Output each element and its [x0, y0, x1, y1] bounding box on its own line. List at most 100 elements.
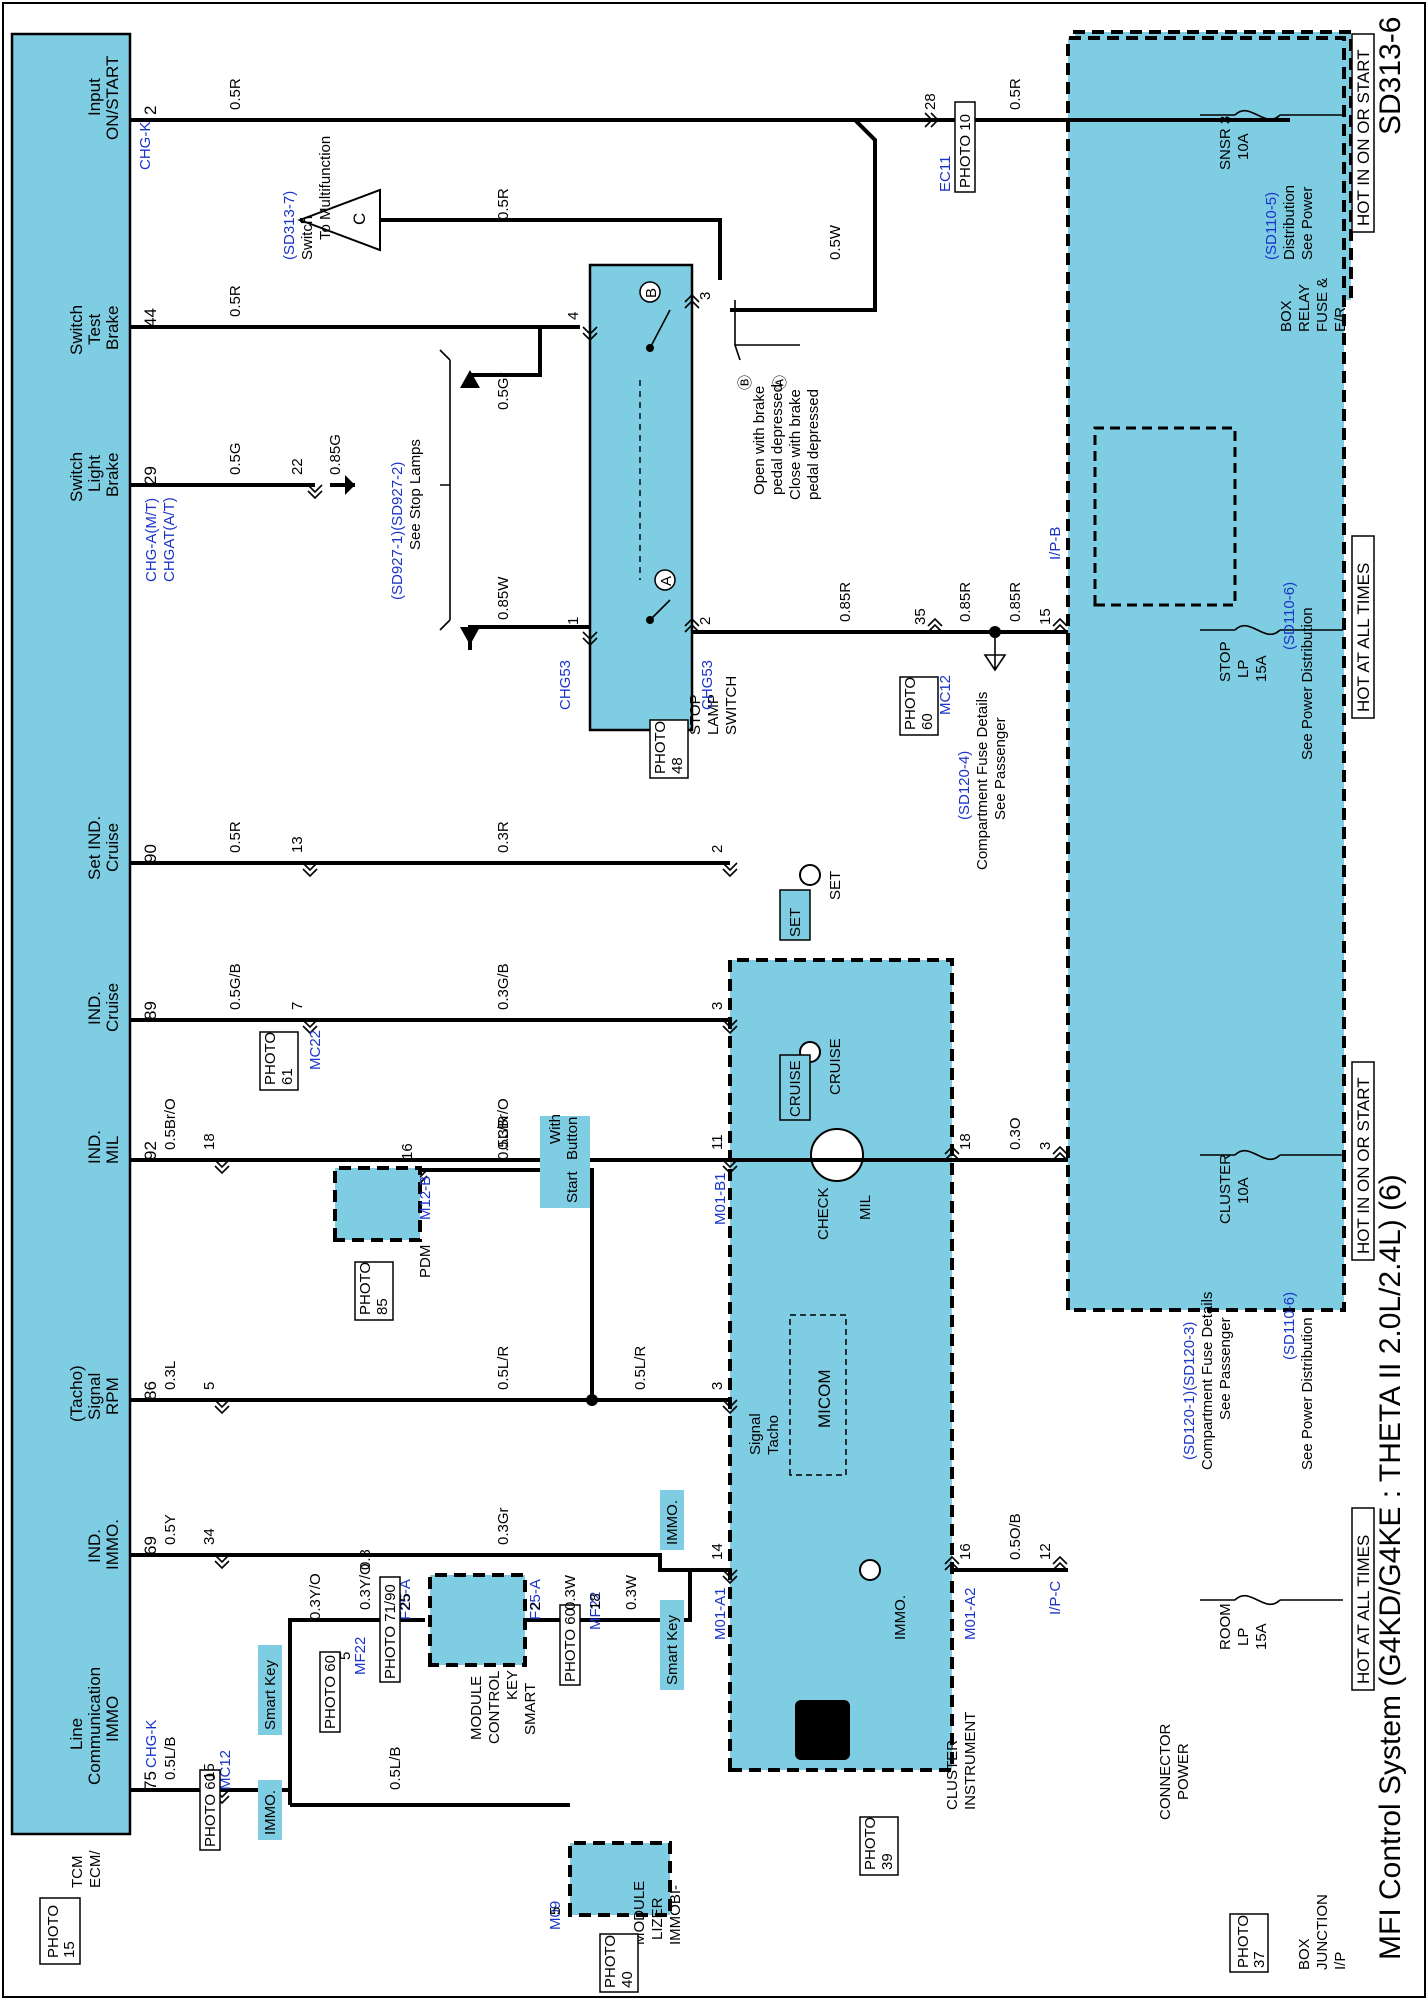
svg-text:KEY: KEY [504, 1670, 521, 1700]
svg-text:Tacho: Tacho [765, 1415, 782, 1455]
er-box-name: E/R FUSE & RELAY BOX [1278, 278, 1349, 332]
svg-text:PHOTO 60: PHOTO 60 [562, 1608, 579, 1682]
wire-on-start-branch [730, 118, 877, 312]
wire-label-w15: 0.5G/B [227, 963, 244, 1010]
ecm-pin-rpm: RPM Signal (Tacho) 86 [67, 1365, 160, 1422]
svg-text:Communication: Communication [85, 1667, 104, 1785]
arrow-stop-lamp-c [345, 475, 355, 495]
svg-text:Ⓐ: Ⓐ [772, 375, 789, 390]
svg-text:Brake: Brake [103, 306, 122, 350]
hot-label-3: HOT IN ON OR START [1351, 1061, 1375, 1261]
svg-text:JUNCTION: JUNCTION [1314, 1894, 1331, 1970]
svg-text:IMMO: IMMO [103, 1696, 122, 1742]
svg-text:CLUSTER: CLUSTER [944, 1740, 961, 1810]
switch-contact-a: A [646, 569, 676, 624]
svg-text:37: 37 [1251, 1951, 1268, 1968]
photo-p61: PHOTO 61 [259, 1031, 299, 1091]
wire-label-w23: 0.5L/R [632, 1346, 649, 1390]
svg-text:Line: Line [67, 1718, 86, 1750]
svg-text:To Multifunction: To Multifunction [317, 136, 334, 240]
pin-1: 1 [565, 617, 582, 625]
wire-label-w21: 0.3L [162, 1361, 179, 1390]
svg-text:Signal: Signal [747, 1413, 764, 1455]
svg-text:Ⓑ: Ⓑ [737, 375, 754, 390]
svg-text:With: With [547, 1114, 564, 1144]
pin-15b: 15 [201, 1763, 218, 1780]
wire-label-w26: 0.5O/B [1007, 1513, 1024, 1560]
wire-label-w2: 0.5R [1007, 78, 1024, 110]
svg-text:I/P: I/P [1332, 1952, 1349, 1970]
wire-label-w32: 0.5L/B [162, 1737, 179, 1780]
ecm-name: ECM/ TCM PHOTO 15 [39, 1850, 104, 1965]
svg-text:SNSR 3: SNSR 3 [1217, 116, 1234, 170]
svg-text:Switch: Switch [67, 305, 86, 355]
ref-passenger-fuse-2: See Passenger Compartment Fuse Details (… [1181, 1292, 1234, 1470]
svg-text:CRUISE: CRUISE [787, 1060, 804, 1117]
ecm-pin-cruise-set: Cruise Set IND. 90 [85, 816, 160, 880]
conn-f25a-1: F25-A [527, 1579, 544, 1620]
ecm-pin-immo-ind: IMMO. IND. 69 [85, 1519, 160, 1570]
ecm-tcm-block [10, 32, 132, 1836]
svg-text:ECM/: ECM/ [87, 1850, 104, 1888]
svg-text:15A: 15A [1253, 1623, 1270, 1650]
wire-label-w19: 0.3O [1007, 1117, 1024, 1150]
fuse-cluster: CLUSTER 10A [1200, 1149, 1305, 1224]
svg-text:10A: 10A [1235, 133, 1252, 160]
svg-text:(Tacho): (Tacho) [67, 1365, 86, 1422]
svg-text:CONTROL: CONTROL [486, 1671, 503, 1744]
conn-mc22: MC22 [307, 1030, 324, 1070]
hot-label-4: HOT AT ALL TIMES [1351, 1507, 1375, 1691]
mil-check-lamp: MIL CHECK [810, 1128, 874, 1240]
set-indicator-lamp: SET SET [779, 864, 844, 941]
stop-lamp-brace [439, 349, 451, 631]
arrow-stop-lamp-b [460, 627, 480, 645]
svg-text:See Passenger: See Passenger [992, 717, 1009, 820]
wire-label-w14: 0.3R [495, 821, 512, 853]
svg-text:FUSE &: FUSE & [1314, 278, 1331, 332]
ip-box-name: I/P JUNCTION BOX PHOTO 37 [1229, 1894, 1349, 1973]
pin-5c: 5 [547, 1907, 564, 1915]
offpage-connector-c-label: C [350, 213, 369, 225]
svg-text:Set IND.: Set IND. [85, 816, 104, 880]
svg-text:TCM: TCM [69, 1856, 86, 1889]
svg-text:PHOTO: PHOTO [862, 1817, 879, 1870]
svg-text:(SD110-5): (SD110-5) [1263, 192, 1280, 260]
svg-text:PHOTO: PHOTO [652, 721, 669, 774]
pin-4: 4 [565, 312, 582, 320]
svg-text:SMART: SMART [522, 1683, 539, 1735]
wire-label-w22: 0.5L/R [495, 1346, 512, 1390]
pin-11: 11 [709, 1134, 726, 1150]
immo-indicator-lamp: IMMO. [795, 1559, 909, 1760]
svg-text:Input: Input [85, 78, 104, 116]
svg-text:85: 85 [374, 1298, 391, 1315]
wire-label-w4: 0.5R [495, 188, 512, 220]
ecm-pin-on-start: ON/START Input 2 CHG-K [85, 56, 160, 170]
pin-2c: 2 [527, 1602, 544, 1610]
svg-text:LAMP: LAMP [705, 694, 722, 735]
svg-text:INSTRUMENT: INSTRUMENT [962, 1712, 979, 1810]
stop-lamp-switch[interactable] [588, 263, 694, 732]
svg-text:90: 90 [141, 844, 160, 863]
photo-p60b: PHOTO 60 [559, 1604, 581, 1686]
svg-text:BOX: BOX [1296, 1938, 1313, 1970]
svg-text:See Power Distribution: See Power Distribution [1299, 607, 1316, 760]
ref-stop-lamps: See Stop Lamps (SD927-1)(SD927-2) [389, 439, 424, 600]
wire-immo-ind [130, 1553, 662, 1570]
photo-p60a: PHOTO 60 [899, 676, 939, 736]
svg-text:MODULE: MODULE [468, 1676, 485, 1740]
wire-label-w3: 0.5W [827, 224, 844, 260]
svg-text:39: 39 [879, 1853, 896, 1870]
ref-power-dist-2: See Power Distribution (SD110-6) [1281, 582, 1316, 760]
wire-label-w17: 0.5Br/O [162, 1098, 179, 1150]
wire-label-w33: 0.5L/B [387, 1747, 404, 1790]
conn-m01b1: M01-B1 [712, 1172, 729, 1225]
photo-p10: PHOTO 10 [954, 101, 976, 193]
svg-text:(SD110-6): (SD110-6) [1281, 582, 1298, 650]
ref-passenger-fuse-1: See Passenger Compartment Fuse Details (… [956, 692, 1009, 870]
wire-pdm [420, 1168, 594, 1400]
svg-text:SWITCH: SWITCH [723, 676, 740, 735]
svg-text:LP: LP [1235, 1628, 1252, 1646]
svg-text:PHOTO 10: PHOTO 10 [957, 114, 974, 188]
